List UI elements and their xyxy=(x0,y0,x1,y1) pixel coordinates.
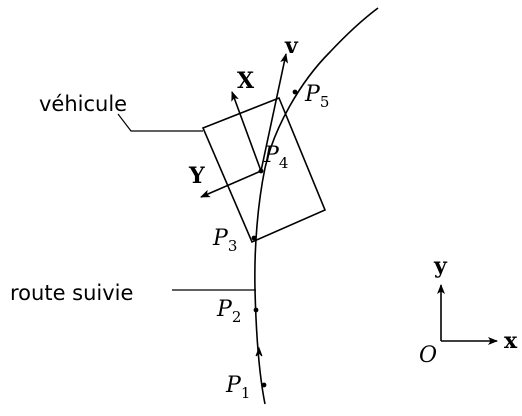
point-p5-marker xyxy=(292,89,298,95)
vehicle-label: véhicule xyxy=(39,92,127,116)
point-p4-marker xyxy=(258,168,264,174)
world-y-label: y xyxy=(433,253,448,279)
point-p2-marker xyxy=(253,307,259,313)
body-y-label: Y xyxy=(188,163,205,189)
vehicle-body xyxy=(201,96,327,244)
vehicle-leader-line xyxy=(117,113,203,132)
point-p5-label: P5 xyxy=(304,82,329,111)
world-x-label: x xyxy=(504,328,518,354)
point-p1-marker xyxy=(261,382,267,388)
road-curve xyxy=(254,7,379,405)
body-x-axis-arrow xyxy=(231,91,262,172)
velocity-arrow xyxy=(260,53,289,172)
point-p2-label: P2 xyxy=(216,297,241,326)
point-p3-marker xyxy=(251,235,257,241)
body-x-label: X xyxy=(237,68,255,94)
road-direction-arrow xyxy=(255,346,263,357)
road-label: route suivie xyxy=(10,281,133,305)
velocity-label: v xyxy=(284,33,299,59)
body-y-axis-arrow xyxy=(200,170,262,198)
origin-label: O xyxy=(419,343,437,368)
point-p4-label: P4 xyxy=(263,143,288,172)
point-p3-label: P3 xyxy=(212,226,237,255)
point-p1-label: P1 xyxy=(225,373,250,402)
